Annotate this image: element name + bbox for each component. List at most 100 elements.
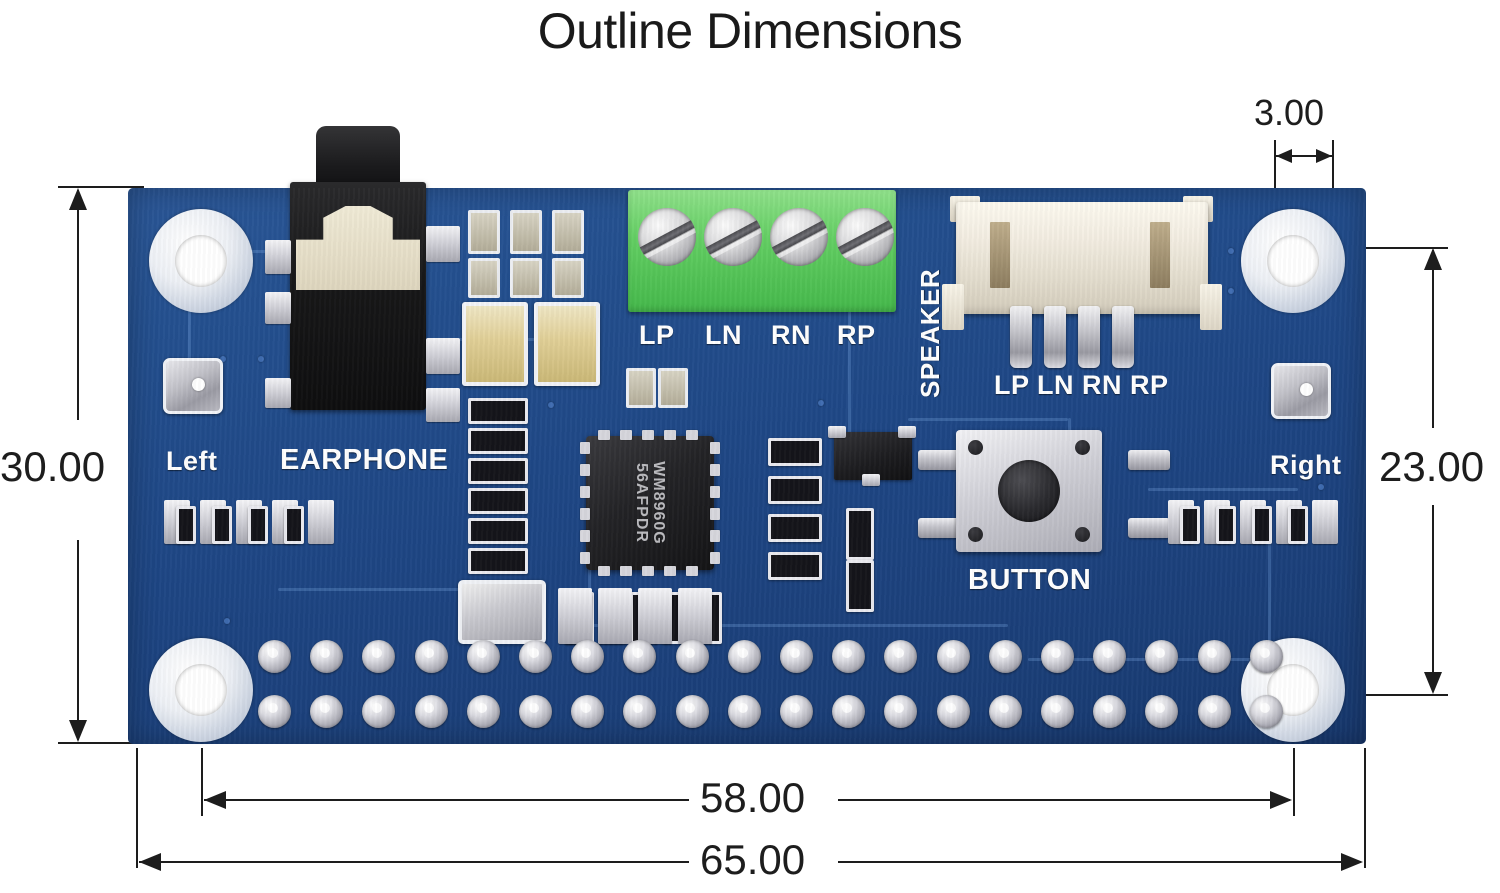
- ic-pad: [710, 552, 720, 564]
- trace: [588, 624, 1008, 627]
- arrow-30-top: [69, 188, 87, 210]
- ic-pad: [580, 464, 590, 476]
- jst-pin-ln: [1044, 306, 1066, 368]
- ic-pad: [580, 486, 590, 498]
- silk-label-ln: LN: [705, 320, 742, 350]
- mounting-hole-bottom-right: [1241, 638, 1345, 742]
- jst-tab-left: [942, 284, 964, 330]
- gpio-pad: [780, 640, 813, 673]
- mic-port: [1299, 383, 1313, 396]
- arrow-23-top: [1424, 248, 1442, 270]
- smd-pad: [426, 226, 460, 262]
- tantalum-capacitor: [534, 302, 600, 386]
- dimension-line-58-left: [204, 799, 689, 801]
- via: [1318, 484, 1324, 490]
- gpio-pad: [1041, 640, 1074, 673]
- terminal-screw-rp: [836, 208, 894, 266]
- ic-pad: [710, 464, 720, 476]
- jst-tab-right: [1200, 284, 1222, 330]
- ic-pad: [710, 442, 720, 454]
- dimension-line-23-upper: [1432, 250, 1434, 428]
- via: [1228, 248, 1234, 254]
- smd-pad: [678, 588, 712, 644]
- dimension-line-30-lower: [77, 540, 79, 740]
- extension-line-3-left: [1274, 140, 1276, 212]
- mic-port: [191, 378, 205, 391]
- trace: [1268, 518, 1271, 668]
- arrow-65-left: [139, 853, 161, 871]
- ic-pad: [598, 566, 610, 576]
- pcb-board: LP LN RN RP SPEAKER LP LN RN RP EARPHONE…: [128, 126, 1366, 744]
- ic-pad: [620, 430, 632, 440]
- smd-resistor: [212, 506, 232, 544]
- gpio-pad: [466, 640, 500, 673]
- smd-capacitor: [626, 368, 656, 408]
- earphone-jack-barrel: [316, 126, 400, 192]
- sot23-transistor: [834, 432, 912, 480]
- smd-resistor: [1216, 506, 1236, 544]
- silk-label-left: Left: [166, 446, 218, 476]
- gpio-pad: [414, 640, 448, 673]
- gpio-pad: [1197, 640, 1231, 673]
- smd-resistor: [468, 428, 528, 454]
- jst-slot: [990, 222, 1010, 288]
- dimension-label-58: 58.00: [700, 774, 806, 822]
- button-corner: [1075, 527, 1090, 542]
- gpio-pad: [519, 695, 552, 728]
- dimension-label-65: 65.00: [700, 836, 806, 884]
- ic-pad: [580, 508, 590, 520]
- smd-resistor: [468, 398, 528, 424]
- smd-capacitor: [468, 210, 500, 254]
- right-microphone: [1271, 363, 1331, 419]
- extension-line-30-bottom: [58, 742, 144, 744]
- ic-pad: [598, 430, 610, 440]
- silk-label-earphone: EARPHONE: [280, 444, 449, 476]
- smd-pad: [1312, 500, 1338, 544]
- gpio-pad: [1093, 640, 1127, 673]
- smd-pad: [598, 588, 632, 644]
- button-leg: [1128, 450, 1170, 470]
- arrow-23-bottom: [1424, 672, 1442, 694]
- button-leg: [918, 450, 960, 470]
- push-button[interactable]: [956, 430, 1102, 552]
- arrow-3-right: [1316, 149, 1332, 163]
- silk-label-button: BUTTON: [968, 564, 1092, 596]
- smd-resistor: [846, 508, 874, 560]
- jst-slot: [1150, 222, 1170, 288]
- button-cap[interactable]: [998, 460, 1060, 522]
- smd-pad: [828, 426, 846, 438]
- smd-capacitor: [510, 258, 542, 298]
- smd-resistor: [284, 506, 304, 544]
- gpio-pad: [780, 695, 813, 728]
- mounting-hole-top-left: [149, 209, 253, 313]
- smd-resistor: [468, 518, 528, 544]
- gpio-pad: [1145, 640, 1179, 673]
- trace: [908, 418, 1068, 421]
- gpio-pad: [623, 695, 657, 728]
- ic-pad: [642, 566, 654, 576]
- gpio-pad: [310, 695, 344, 728]
- smd-pad: [265, 240, 291, 274]
- ic-pad: [710, 530, 720, 542]
- smd-capacitor: [468, 258, 500, 298]
- gpio-pad: [466, 695, 500, 728]
- silk-label-rn: RN: [771, 320, 811, 350]
- jst-pin-lp: [1010, 306, 1032, 368]
- gpio-pad: [1041, 695, 1074, 728]
- gpio-pad: [1197, 695, 1231, 728]
- extension-line-3-right: [1332, 140, 1334, 212]
- button-leg: [1128, 518, 1170, 538]
- via: [548, 402, 554, 408]
- gpio-pad: [258, 695, 291, 728]
- button-corner: [968, 440, 983, 455]
- gpio-pad: [519, 640, 552, 673]
- smd-resistor: [1288, 506, 1308, 544]
- smd-resistor: [468, 488, 528, 514]
- gpio-pad: [362, 640, 396, 673]
- via: [224, 618, 230, 624]
- gpio-pad: [832, 695, 866, 728]
- via: [818, 400, 824, 406]
- ic-pad: [642, 430, 654, 440]
- smd-resistor: [846, 560, 874, 612]
